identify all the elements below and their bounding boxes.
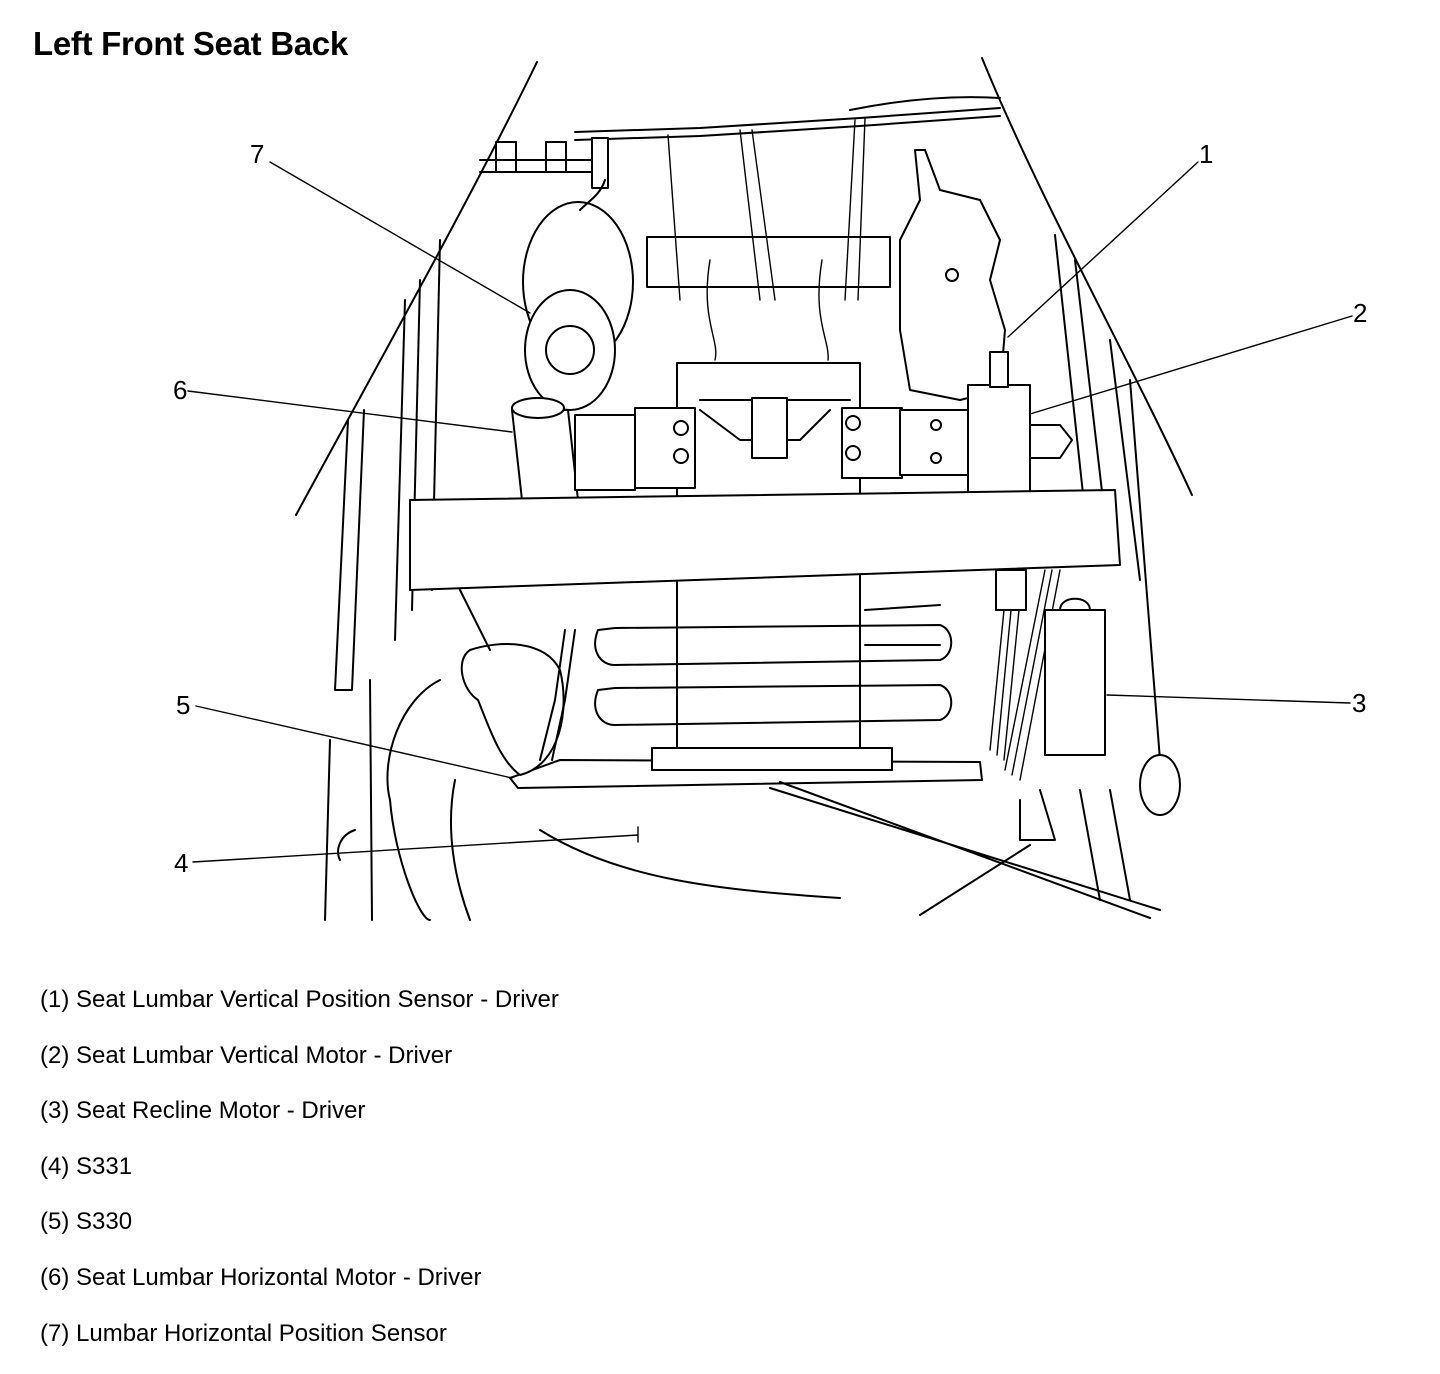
callout-2: 2 — [1353, 298, 1367, 328]
legend-item-5: (5) S330 — [40, 1208, 133, 1236]
legend-item-4: (4) S331 — [40, 1152, 133, 1180]
legend-item-3: (3) Seat Recline Motor - Driver — [40, 1097, 366, 1125]
legend-item-2: (2) Seat Lumbar Vertical Motor - Driver — [40, 1041, 453, 1069]
callout-7: 7 — [250, 139, 264, 169]
legend-item-6: (6) Seat Lumbar Horizontal Motor - Drive… — [40, 1263, 482, 1291]
legend-item-1: (1) Seat Lumbar Vertical Position Sensor… — [40, 986, 559, 1013]
parts-legend: (1) Seat Lumbar Vertical Position Sensor… — [40, 985, 559, 1374]
callout-5: 5 — [176, 690, 190, 720]
callout-4: 4 — [174, 848, 188, 878]
diagram-title: Left Front Seat Back — [33, 25, 348, 62]
legend-item-7: (7) Lumbar Horizontal Position Sensor — [40, 1319, 447, 1347]
seat-back-diagram: 7 1 2 6 3 5 4 — [173, 57, 1367, 921]
callout-3: 3 — [1352, 688, 1366, 718]
callout-1: 1 — [1199, 139, 1213, 169]
callout-6: 6 — [173, 375, 187, 405]
